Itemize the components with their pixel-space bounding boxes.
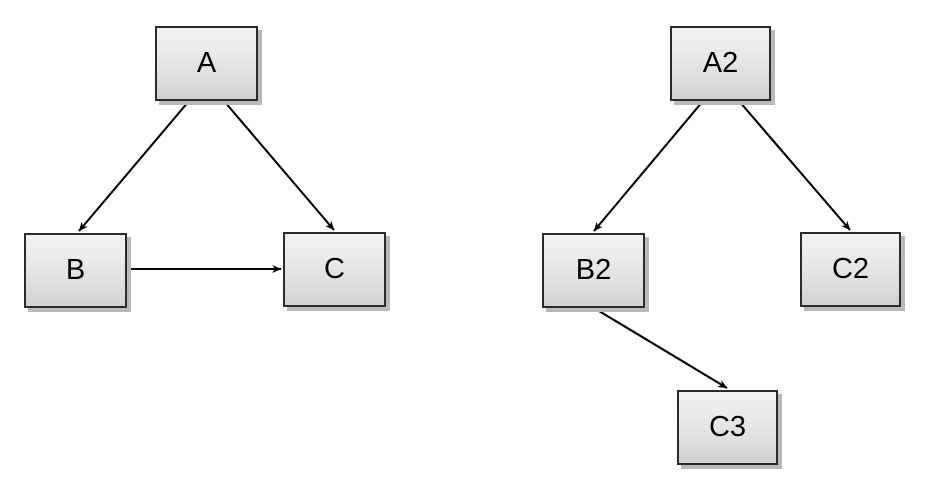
node-label: C3 [708, 411, 747, 443]
node-label: A [196, 47, 217, 79]
node-b2[interactable]: B2 [542, 233, 645, 308]
edge-a2-to-c2 [738, 100, 851, 231]
edge-a-to-b [78, 100, 190, 232]
node-c[interactable]: C [283, 232, 386, 307]
node-a[interactable]: A [155, 26, 258, 101]
node-label: A2 [702, 47, 739, 79]
node-c3[interactable]: C3 [677, 390, 778, 465]
node-label: C2 [831, 253, 870, 285]
node-label: B [65, 254, 86, 286]
edge-a-to-c [223, 100, 335, 231]
edge-b2-to-c3 [593, 307, 728, 389]
edges-group [78, 100, 851, 389]
node-c2[interactable]: C2 [800, 232, 901, 307]
node-a2[interactable]: A2 [670, 26, 771, 101]
node-b[interactable]: B [24, 233, 127, 308]
edge-a2-to-b2 [593, 100, 704, 232]
node-label: B2 [575, 254, 612, 286]
node-label: C [324, 253, 345, 285]
